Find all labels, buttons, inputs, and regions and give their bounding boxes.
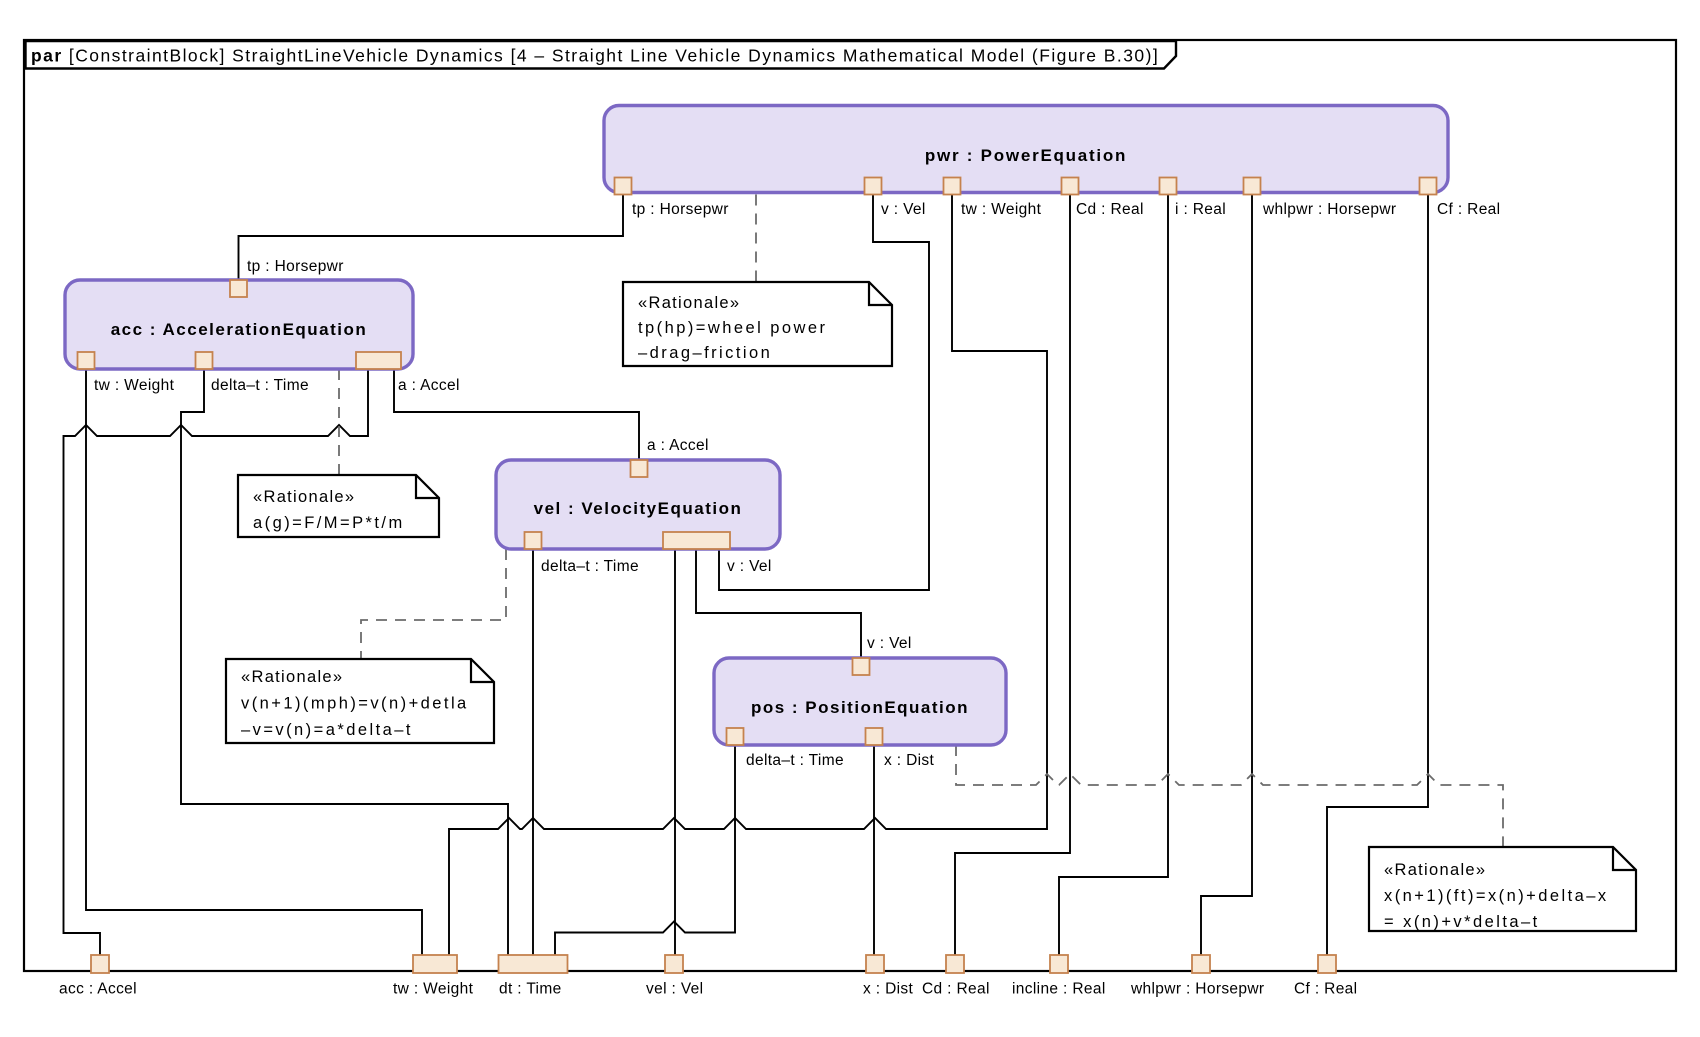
svg-text:a : Accel: a : Accel	[398, 377, 460, 394]
svg-text:delta–t : Time: delta–t : Time	[541, 558, 639, 575]
svg-text:whlpwr : Horsepwr: whlpwr : Horsepwr	[1262, 201, 1396, 218]
svg-text:v : Vel: v : Vel	[881, 201, 926, 218]
svg-text:acc : Accel: acc : Accel	[59, 981, 137, 998]
svg-text:–drag–friction: –drag–friction	[638, 344, 772, 362]
svg-text:Cd : Real: Cd : Real	[1076, 201, 1144, 218]
svg-text:«Rationale»: «Rationale»	[253, 488, 355, 506]
svg-text:dt : Time: dt : Time	[499, 981, 562, 998]
svg-text:i : Real: i : Real	[1175, 201, 1226, 218]
svg-text:a(g)=F/M=P*t/m: a(g)=F/M=P*t/m	[253, 514, 405, 532]
svg-text:pwr : PowerEquation: pwr : PowerEquation	[925, 146, 1127, 165]
svg-text:tw : Weight: tw : Weight	[393, 981, 474, 998]
svg-text:v : Vel: v : Vel	[727, 558, 772, 575]
svg-text:«Rationale»: «Rationale»	[241, 668, 343, 686]
svg-text:vel : Vel: vel : Vel	[646, 981, 703, 998]
svg-text:= x(n)+v*delta–t: = x(n)+v*delta–t	[1384, 913, 1540, 931]
svg-text:v(n+1)(mph)=v(n)+detla: v(n+1)(mph)=v(n)+detla	[241, 695, 469, 713]
svg-text:delta–t : Time: delta–t : Time	[211, 377, 309, 394]
svg-text:vel : VelocityEquation: vel : VelocityEquation	[534, 499, 743, 518]
svg-text:–v=v(n)=a*delta–t: –v=v(n)=a*delta–t	[241, 721, 413, 739]
svg-text:whlpwr : Horsepwr: whlpwr : Horsepwr	[1130, 981, 1264, 998]
svg-text:delta–t : Time: delta–t : Time	[746, 752, 844, 769]
svg-text:tw : Weight: tw : Weight	[94, 377, 175, 394]
svg-text:par [ConstraintBlock] Straight: par [ConstraintBlock] StraightLineVehicl…	[31, 46, 1159, 66]
svg-text:tp : Horsepwr: tp : Horsepwr	[247, 258, 344, 275]
svg-text:Cf : Real: Cf : Real	[1437, 201, 1500, 218]
svg-text:«Rationale»: «Rationale»	[638, 294, 740, 312]
svg-text:a : Accel: a : Accel	[647, 437, 709, 454]
svg-text:tp(hp)=wheel power: tp(hp)=wheel power	[638, 319, 827, 337]
svg-text:v : Vel: v : Vel	[867, 635, 912, 652]
svg-text:x : Dist: x : Dist	[884, 752, 935, 769]
svg-text:acc : AccelerationEquation: acc : AccelerationEquation	[111, 320, 368, 339]
svg-text:incline : Real: incline : Real	[1012, 981, 1106, 998]
svg-text:pos : PositionEquation: pos : PositionEquation	[751, 698, 969, 717]
svg-text:x : Dist: x : Dist	[863, 981, 914, 998]
svg-text:Cf : Real: Cf : Real	[1294, 981, 1357, 998]
svg-text:tw : Weight: tw : Weight	[961, 201, 1042, 218]
svg-text:«Rationale»: «Rationale»	[1384, 861, 1486, 879]
svg-text:tp : Horsepwr: tp : Horsepwr	[632, 201, 729, 218]
svg-text:x(n+1)(ft)=x(n)+delta–x: x(n+1)(ft)=x(n)+delta–x	[1384, 887, 1609, 905]
svg-text:Cd : Real: Cd : Real	[922, 981, 990, 998]
